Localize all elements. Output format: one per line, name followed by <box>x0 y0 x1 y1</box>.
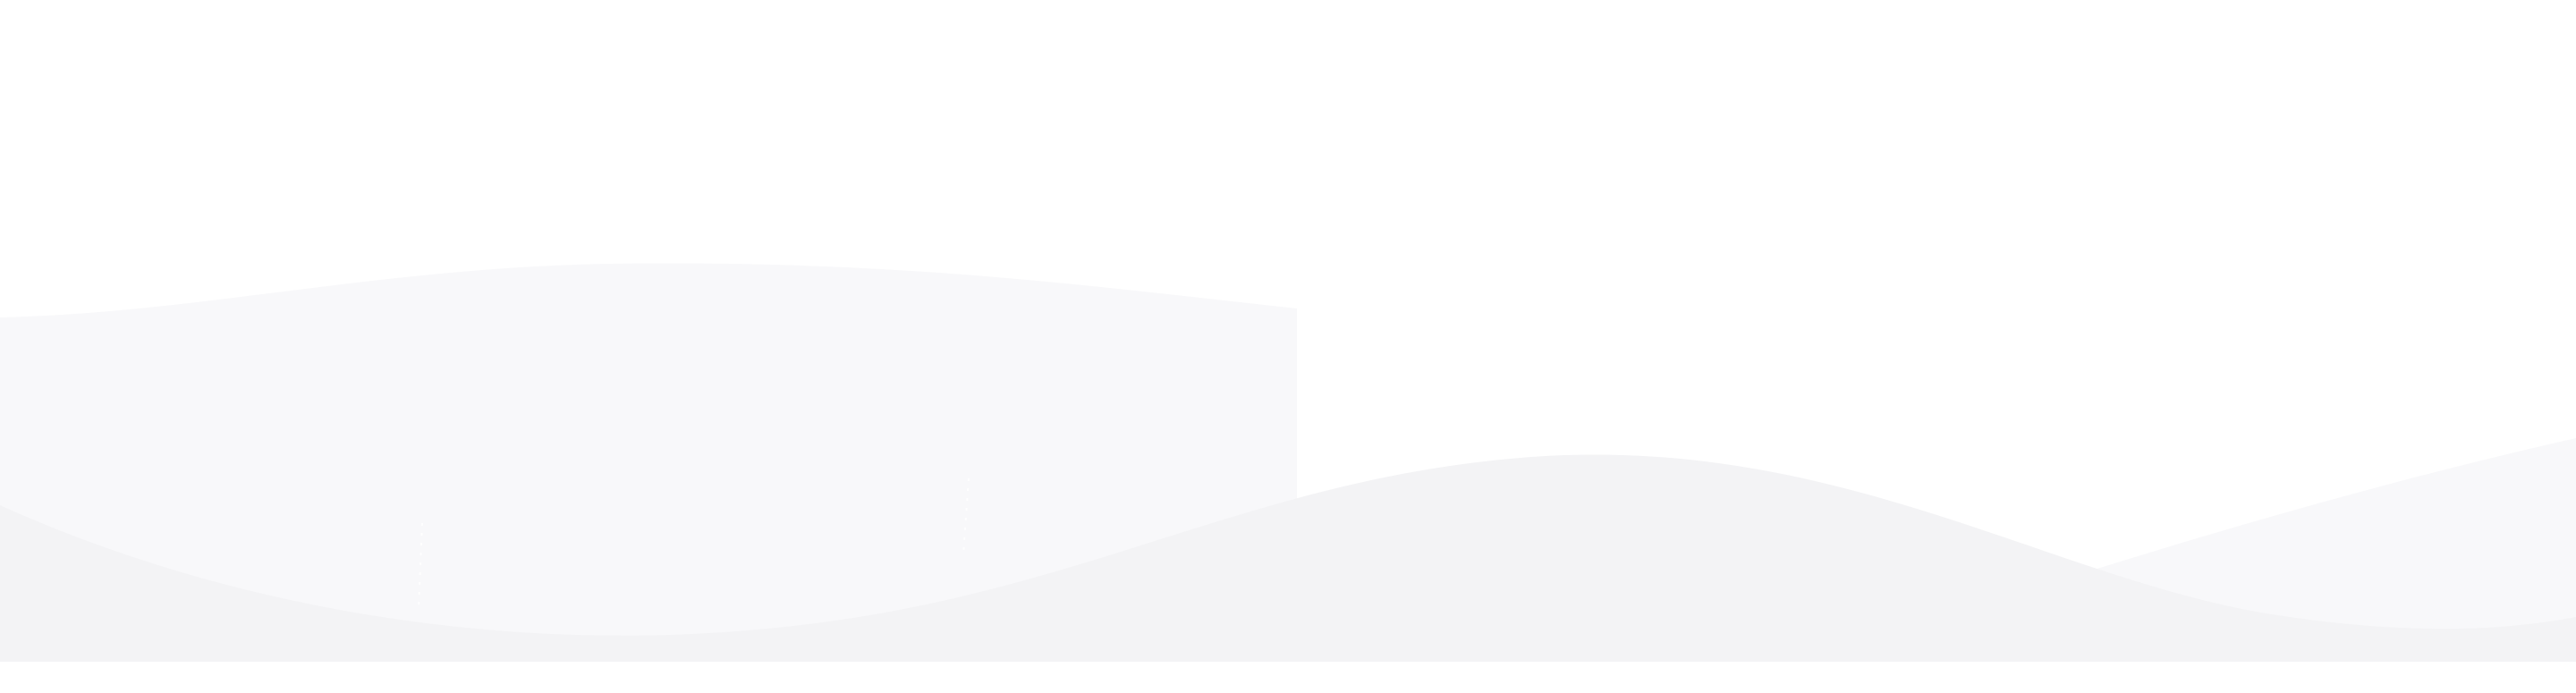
back-wave-seam-left <box>418 522 423 609</box>
front-wave <box>0 454 2576 662</box>
back-wave-left <box>0 263 1297 662</box>
